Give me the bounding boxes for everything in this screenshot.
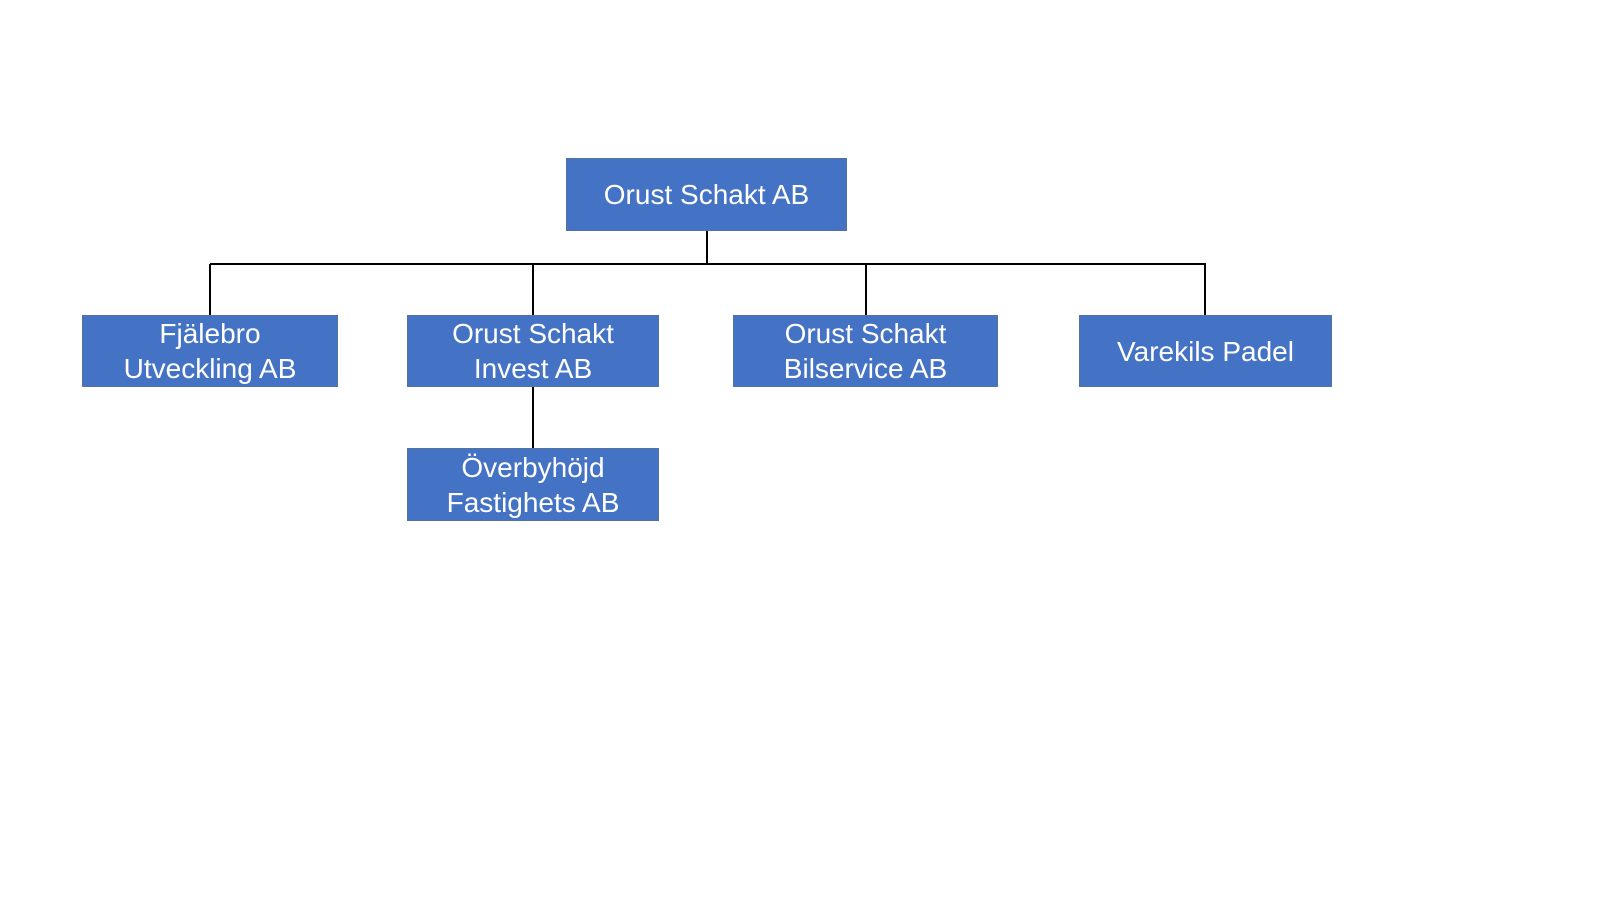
connector-drop-bilservice — [865, 264, 867, 315]
org-node-label: Överbyhöjd Fastighets AB — [446, 451, 620, 518]
org-node-varekils-padel[interactable]: Varekils Padel — [1079, 315, 1332, 387]
connector-root-drop — [706, 231, 708, 264]
org-node-label: Orust Schakt AB — [603, 179, 810, 210]
org-node-orust-schakt-invest[interactable]: Orust Schakt Invest AB — [407, 315, 659, 387]
org-node-label: Orust Schakt Invest AB — [452, 318, 614, 384]
org-node-orust-schakt-bilservice[interactable]: Orust Schakt Bilservice AB — [733, 315, 998, 387]
connector-horizontal-bus — [210, 263, 1206, 265]
connector-drop-fjalebro — [209, 264, 211, 315]
org-node-label: Fjälebro Utveckling AB — [123, 318, 297, 384]
org-node-label: Orust Schakt Bilservice AB — [783, 318, 948, 384]
connector-drop-invest — [532, 264, 534, 315]
org-node-overbyhojd-fastighets[interactable]: Överbyhöjd Fastighets AB — [407, 448, 659, 521]
connector-invest-to-overbyhojd — [532, 387, 534, 448]
connector-drop-varekils — [1204, 264, 1206, 315]
org-node-fjalebro-utveckling[interactable]: Fjälebro Utveckling AB — [82, 315, 338, 387]
org-node-orust-schakt[interactable]: Orust Schakt AB — [566, 158, 847, 231]
org-node-label: Varekils Padel — [1117, 335, 1294, 367]
